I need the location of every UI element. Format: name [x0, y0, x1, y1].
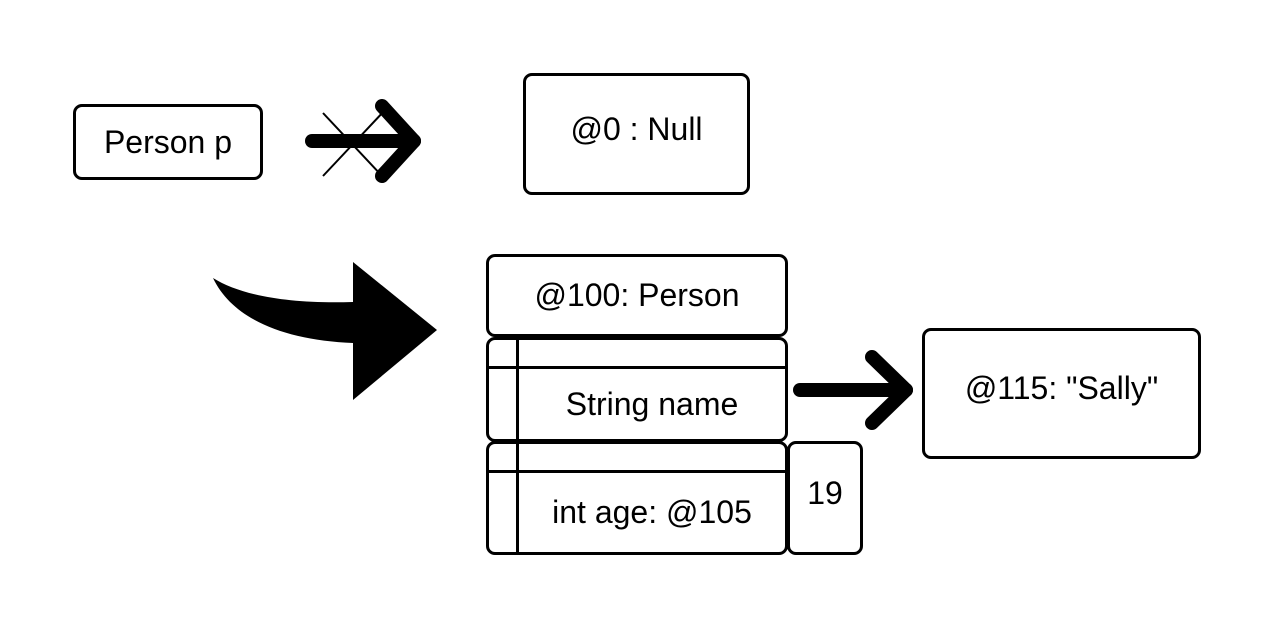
- field-divider: [489, 470, 785, 473]
- variable-label: Person p: [103, 123, 233, 160]
- person-field-age: int age: @105: [486, 441, 788, 555]
- person-object-header-label: @100: Person: [534, 277, 740, 313]
- person-object-header: @100: Person: [486, 254, 788, 337]
- field-name-label: String name: [565, 385, 739, 422]
- field-divider: [516, 444, 519, 552]
- null-object-box: @0 : Null: [523, 73, 750, 195]
- person-field-name: String name: [486, 337, 788, 442]
- crossed-out-reference-arrow: [305, 99, 421, 183]
- curved-assignment-arrow: [213, 262, 437, 400]
- field-divider: [516, 340, 519, 439]
- string-object-label: @115: "Sally": [964, 370, 1159, 406]
- age-value-box: 19: [787, 441, 863, 555]
- string-object-box: @115: "Sally": [922, 328, 1201, 459]
- variable-person-p-box: Person p: [73, 104, 263, 180]
- age-value: 19: [807, 474, 843, 511]
- null-object-label: @0 : Null: [570, 110, 703, 147]
- name-reference-arrow: [793, 350, 913, 430]
- field-age-label: int age: @105: [552, 494, 752, 530]
- cross-out-mark: [322, 108, 387, 177]
- field-divider: [489, 366, 785, 369]
